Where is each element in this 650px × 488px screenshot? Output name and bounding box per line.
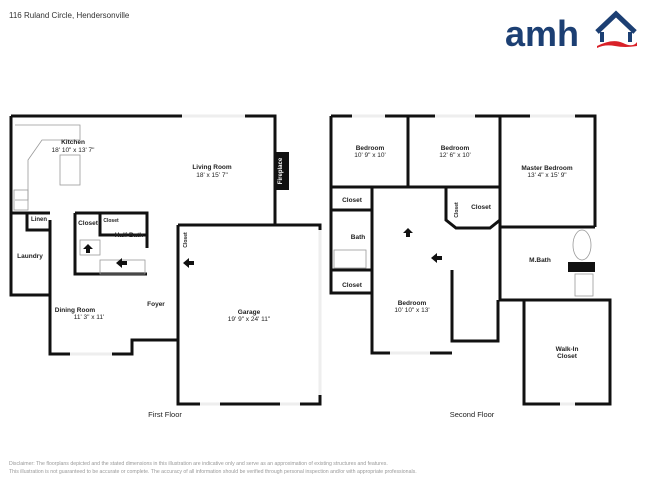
room-half-bath: Half Bath [115, 232, 144, 239]
room-closet-c: Closet [471, 204, 492, 211]
fireplace-label: Fireplace [278, 157, 284, 184]
red-swoosh-icon [597, 41, 637, 48]
room-garage: Garage [238, 309, 261, 316]
first-floor-windows [70, 114, 322, 406]
room-laundry: Laundry [17, 253, 43, 260]
second-floor-caption: Second Floor [450, 410, 495, 419]
room-bedroom-2-dims: 12' 6" x 10' [439, 152, 471, 159]
room-bedroom-1: Bedroom [356, 145, 385, 152]
first-floor-caption: First Floor [148, 410, 182, 419]
room-master-bedroom: Master Bedroom [521, 165, 573, 172]
room-closet-a: Closet [342, 197, 363, 204]
kitchen-fixtures [13, 124, 146, 275]
property-address: 116 Ruland Circle, Hendersonville [9, 11, 130, 20]
disclaimer-line-2: This illustration is not guaranteed to b… [9, 469, 417, 475]
second-floor-walls [329, 114, 612, 406]
stair-up-arrow-icon [83, 244, 93, 253]
room-closet-b: Closet [454, 202, 460, 218]
stair-up-arrow-icon [403, 228, 413, 237]
room-bedroom-3: Bedroom [398, 300, 427, 307]
room-master-bedroom-dims: 13' 4" x 15' 9" [527, 172, 567, 179]
room-closet-2: Closet [103, 218, 119, 224]
room-bath: Bath [351, 234, 365, 241]
stair-arrows-first [83, 244, 194, 268]
bath-fixtures [333, 229, 594, 297]
room-closet-d: Closet [342, 282, 363, 289]
room-garage-dims: 19' 9" x 24' 11" [228, 316, 271, 323]
shower-wall [568, 262, 595, 272]
room-living-dims: 18' x 15' 7" [196, 172, 228, 179]
room-closet-3: Closet [183, 232, 189, 248]
stair-left-arrow-icon [431, 253, 442, 263]
house-roof-icon [595, 10, 637, 34]
room-closet-1: Closet [78, 220, 99, 227]
first-floor-labels: Kitchen 18' 10" x 13' 7" Living Room 18'… [17, 139, 271, 419]
second-floor-labels: Bedroom 10' 9" x 10' Bedroom 12' 6" x 10… [342, 145, 578, 419]
room-foyer: Foyer [147, 301, 165, 308]
room-linen: Linen [31, 217, 47, 223]
room-kitchen-dims: 18' 10" x 13' 7" [52, 147, 96, 154]
disclaimer-line-1: Disclaimer: The floorplans depicted and … [9, 461, 388, 467]
second-floor-windows [352, 114, 575, 406]
room-master-bath: M.Bath [529, 257, 551, 264]
amh-logo: amh [505, 10, 637, 52]
room-dining-dims: 11' 3" x 11' [74, 314, 105, 321]
room-kitchen: Kitchen [61, 139, 85, 146]
fireplace [275, 152, 289, 190]
room-walk-in-line2: Closet [557, 353, 578, 360]
house-walls-icon [600, 32, 632, 42]
logo-text: amh [505, 13, 579, 52]
stair-left-arrow-icon [183, 258, 194, 268]
room-walk-in-line1: Walk-In [556, 346, 579, 353]
first-floor-walls [9, 114, 322, 406]
room-bedroom-2: Bedroom [441, 145, 470, 152]
stair-arrows-second [403, 228, 442, 263]
stair-left-arrow-icon [116, 258, 127, 268]
room-bedroom-3-dims: 10' 10" x 13' [394, 307, 429, 314]
room-dining: Dining Room [55, 307, 96, 314]
room-living: Living Room [192, 164, 232, 171]
room-bedroom-1-dims: 10' 9" x 10' [354, 152, 386, 159]
